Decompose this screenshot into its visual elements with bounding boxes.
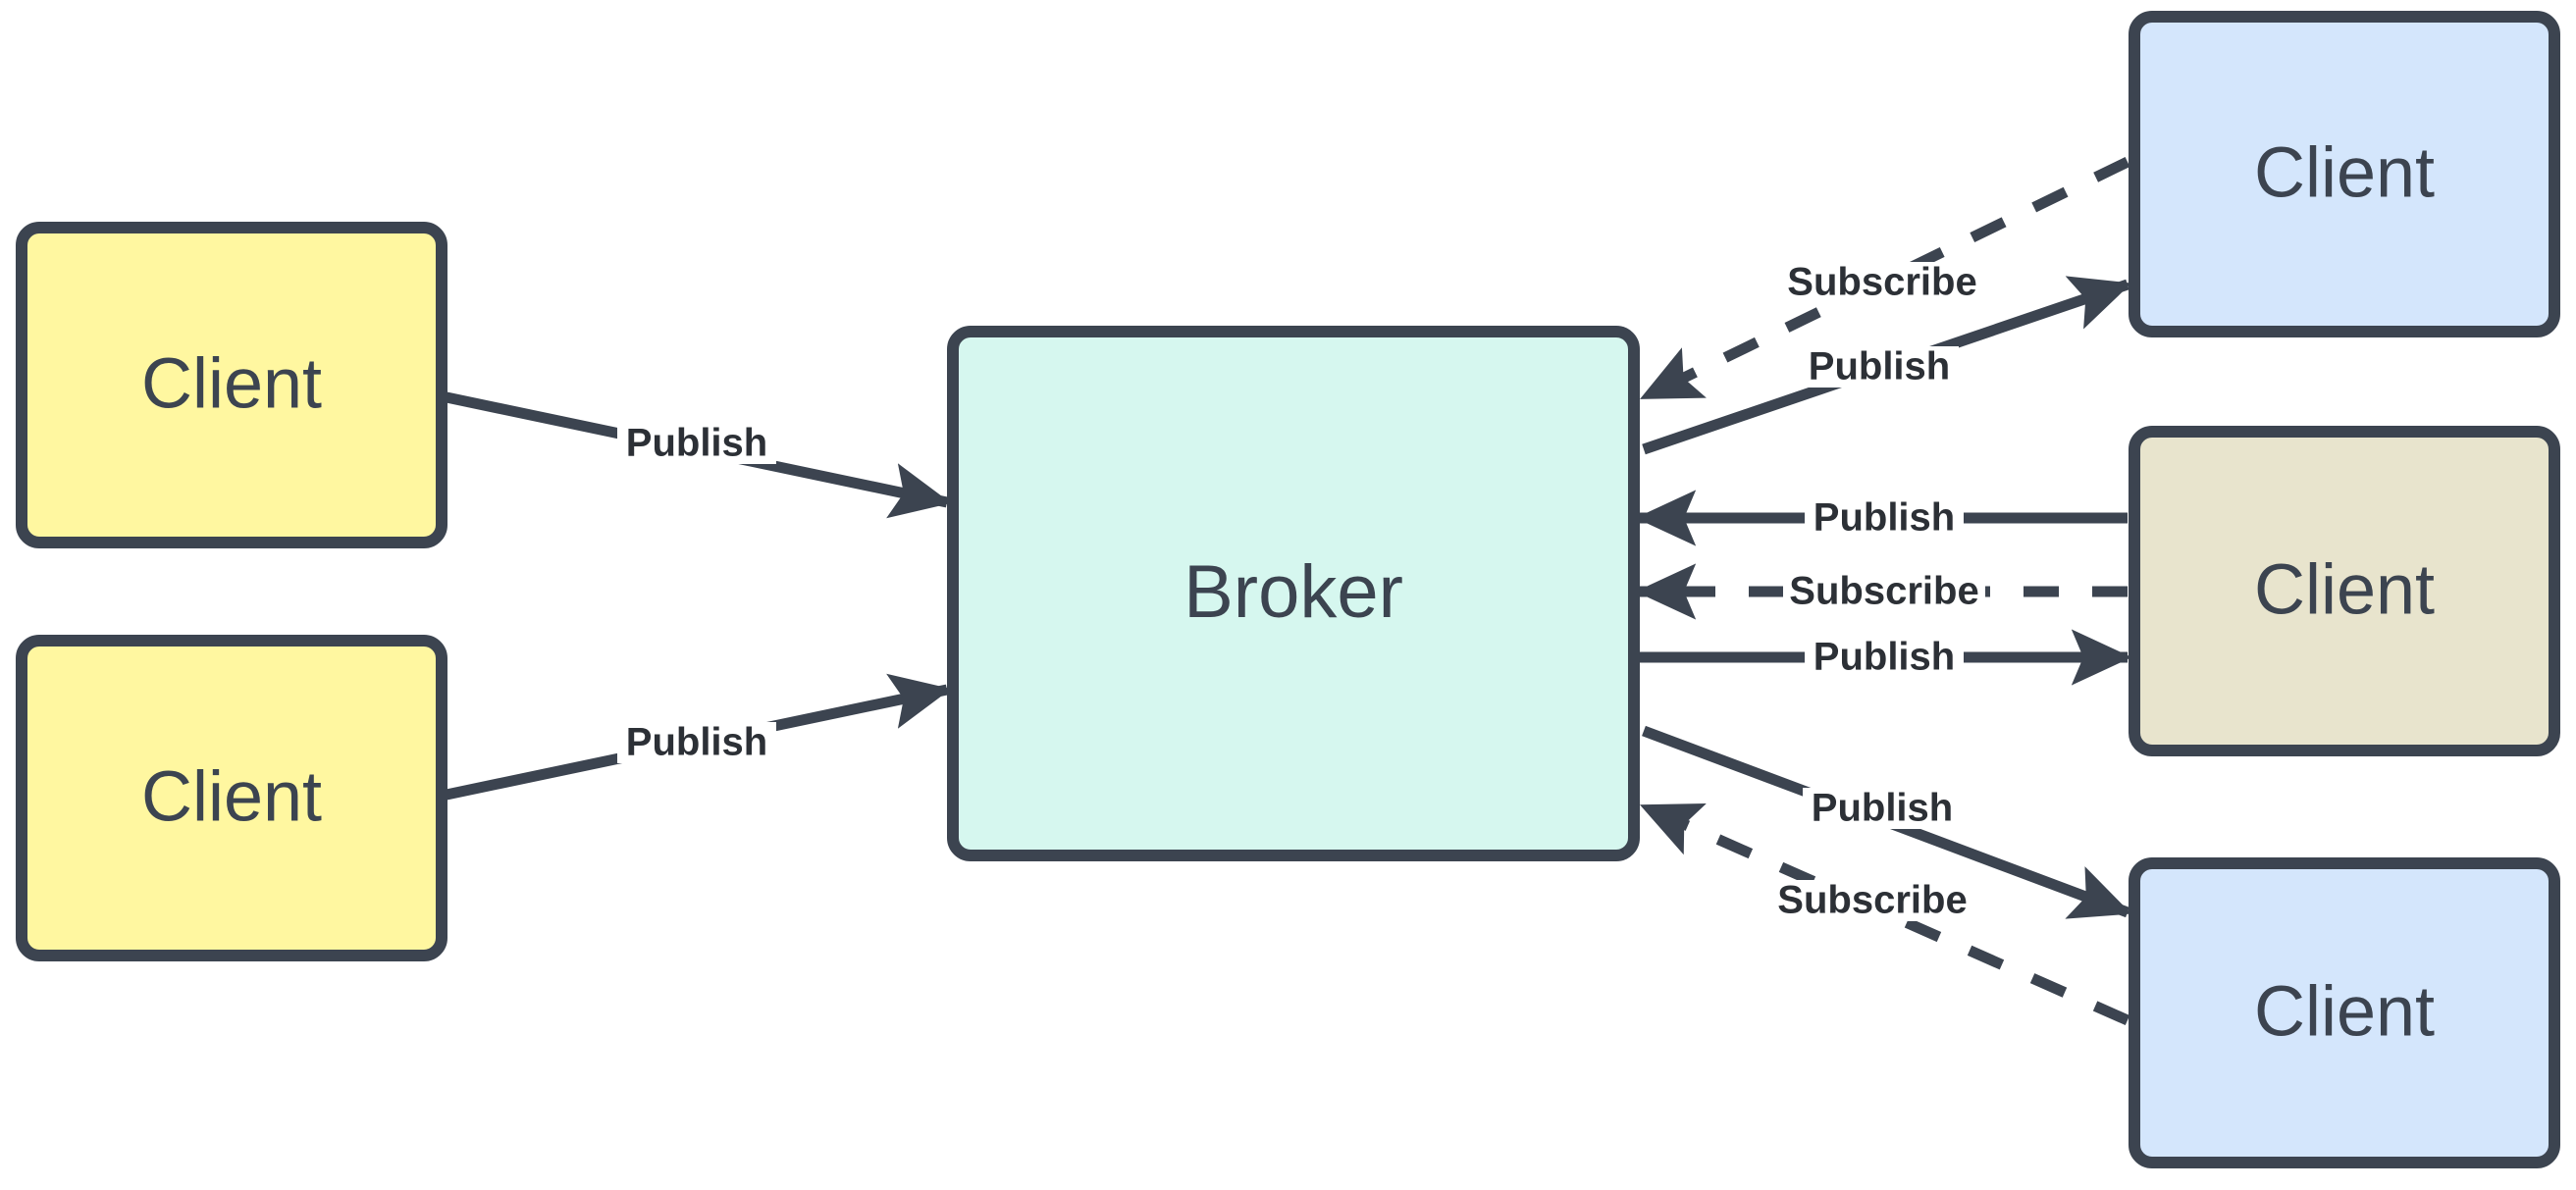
edge-label-subscribe: Subscribe <box>1777 879 1967 922</box>
node-client-left-bottom[interactable]: Client <box>16 635 447 961</box>
edge-label-backdrop <box>1800 346 1959 388</box>
node-label-client-right-middle: Client <box>2254 551 2435 630</box>
node-client-right-middle[interactable]: Client <box>2129 426 2560 756</box>
edge-label-subscribe: Subscribe <box>1787 261 1976 304</box>
edge-line-dashed <box>1640 157 2130 402</box>
node-client-right-bottom[interactable]: Client <box>2129 857 2560 1168</box>
edge-label-publish: Publish <box>1812 787 1953 830</box>
edge-label-subscribe: Subscribe <box>1789 570 1978 613</box>
edge-label-backdrop <box>1805 497 1964 539</box>
edge-labels-layer: PublishPublishSubscribePublishPublishSub… <box>617 261 1985 922</box>
edge-label-group-2: Subscribe <box>1781 261 1983 304</box>
node-client-right-top[interactable]: Client <box>2129 11 2560 337</box>
edge-label-backdrop <box>1783 571 1985 612</box>
edge-label-backdrop <box>617 722 776 763</box>
node-client-left-top[interactable]: Client <box>16 222 447 548</box>
edge-label-publish: Publish <box>1814 496 1955 540</box>
node-label-client-left-top: Client <box>141 345 322 424</box>
edge-line-dashed <box>1639 801 2130 1026</box>
edge-label-publish: Publish <box>626 422 767 465</box>
edge-label-backdrop <box>1771 880 1973 921</box>
edge-label-group-8: Subscribe <box>1771 879 1973 922</box>
node-box-client-left-bottom[interactable] <box>16 635 447 961</box>
node-box-broker[interactable] <box>947 326 1640 861</box>
edge-label-group-4: Publish <box>1805 496 1964 540</box>
edge-label-group-5: Subscribe <box>1783 570 1985 613</box>
node-label-broker: Broker <box>1183 550 1403 634</box>
edge-label-group-6: Publish <box>1805 636 1964 679</box>
edge-label-publish: Publish <box>1814 636 1955 679</box>
edge-subscribe-8 <box>1639 801 2130 1026</box>
node-box-client-left-top[interactable] <box>16 222 447 548</box>
edge-subscribe-2 <box>1640 157 2130 402</box>
edge-label-publish: Publish <box>1809 345 1950 388</box>
edge-label-backdrop <box>1805 637 1964 678</box>
node-box-client-right-middle[interactable] <box>2129 426 2560 756</box>
edge-label-backdrop <box>617 423 776 464</box>
edge-label-group-3: Publish <box>1800 345 1959 388</box>
node-broker[interactable]: Broker <box>947 326 1640 861</box>
edge-label-backdrop <box>1803 788 1962 829</box>
edge-label-backdrop <box>1781 262 1983 303</box>
node-label-client-right-bottom: Client <box>2254 973 2435 1052</box>
node-box-client-right-bottom[interactable] <box>2129 857 2560 1168</box>
edge-label-group-7: Publish <box>1803 787 1962 830</box>
node-box-client-right-top[interactable] <box>2129 11 2560 337</box>
node-label-client-left-bottom: Client <box>141 758 322 837</box>
edge-label-group-0: Publish <box>617 422 776 465</box>
edge-label-group-1: Publish <box>617 721 776 764</box>
edge-label-publish: Publish <box>626 721 767 764</box>
node-label-client-right-top: Client <box>2254 134 2435 213</box>
